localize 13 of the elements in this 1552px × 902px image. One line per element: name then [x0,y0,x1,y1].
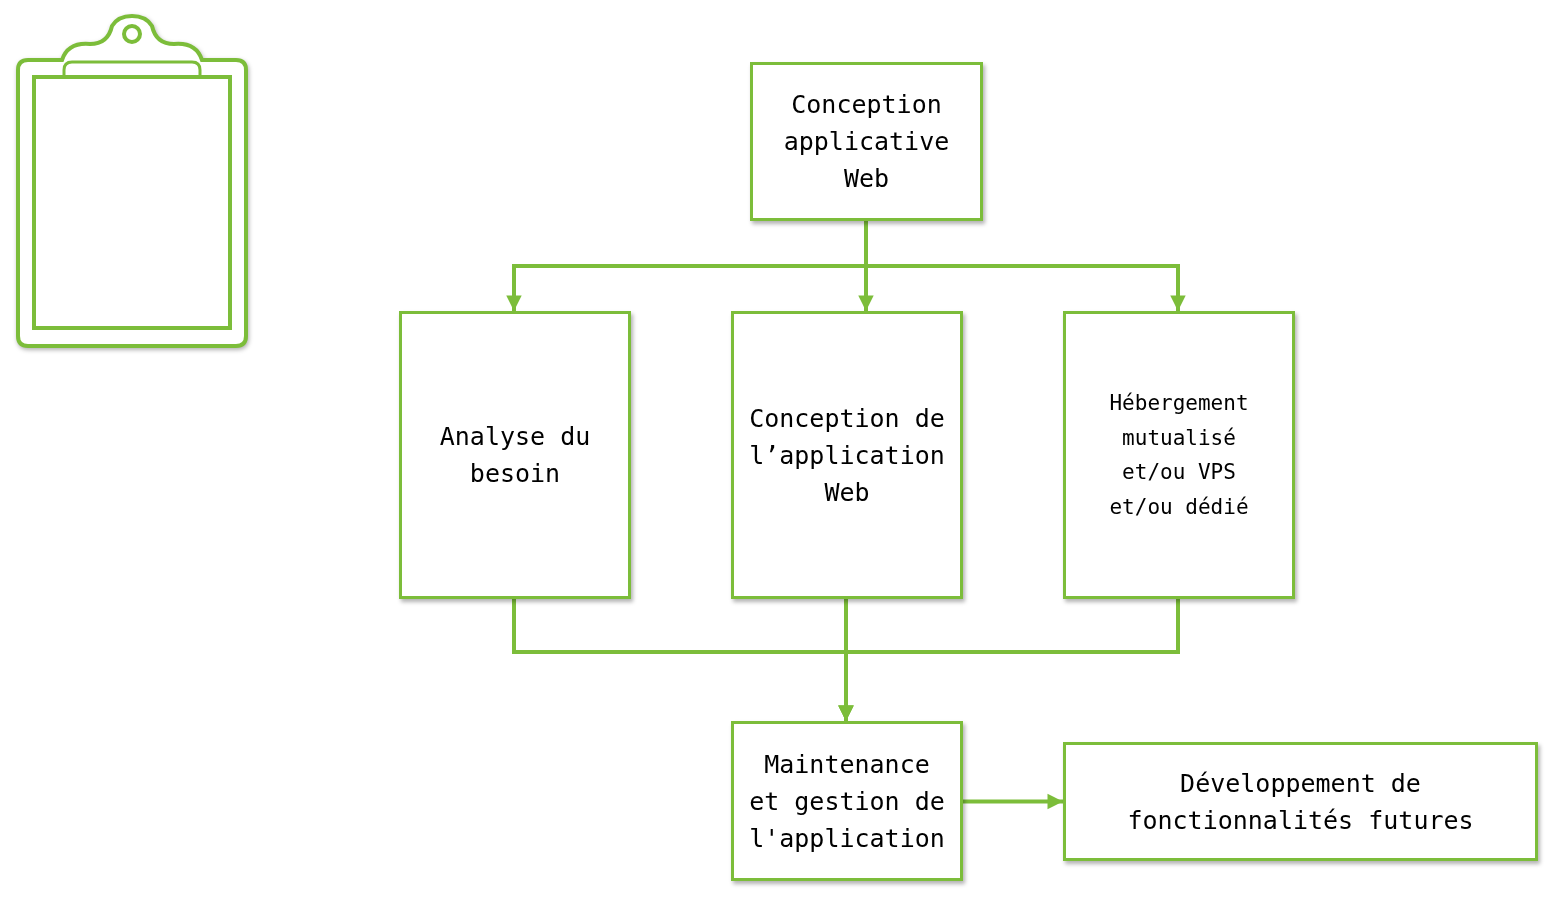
arrow [963,793,1063,810]
box-label: Analyse du besoin [438,421,592,490]
process-box [399,311,631,599]
box-label: Maintenance et gestion de l'application [748,748,946,855]
process-box [750,62,983,221]
process-box [731,311,963,599]
box-label: Conception de l’application Web [748,402,946,509]
process-box [1063,742,1538,861]
box-label: Développement de fonctionnalités futures [1126,767,1475,837]
box-label: Hébergement mutualisé et/ou VPS et/ou dédié [1108,390,1250,521]
box-label: Conception applicative Web [782,89,951,195]
process-box [731,721,963,881]
process-box [1063,311,1295,599]
